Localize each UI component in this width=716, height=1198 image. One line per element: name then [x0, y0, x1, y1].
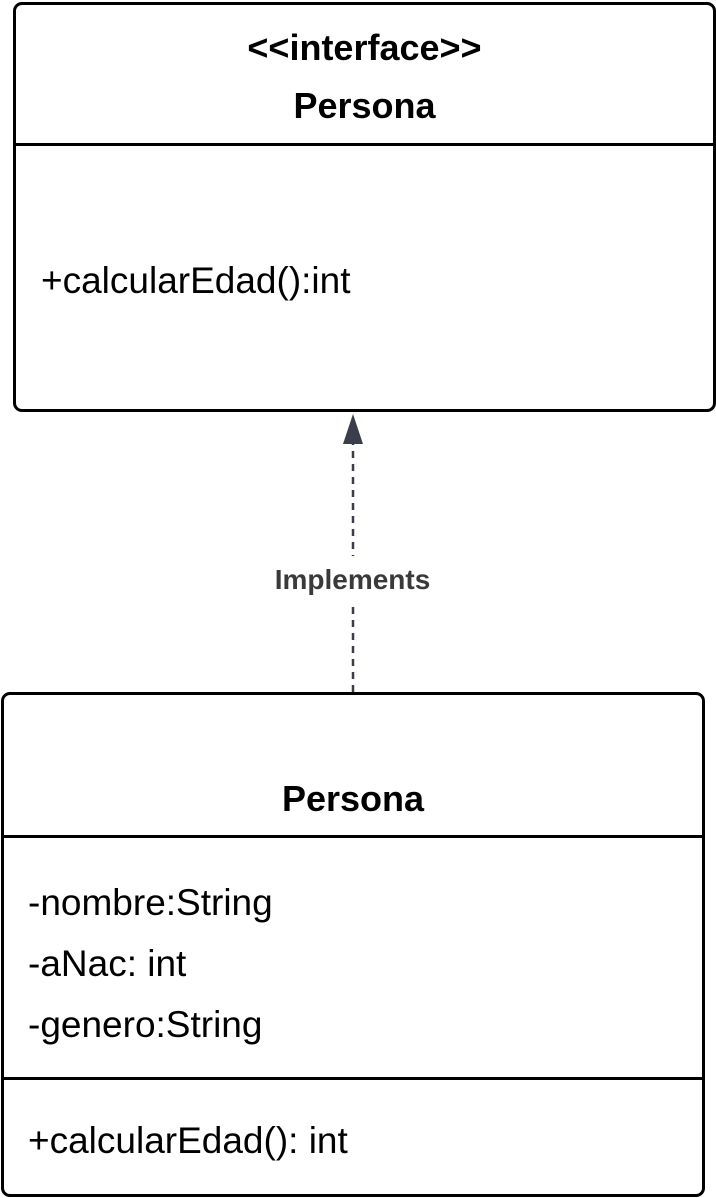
class-name: Persona — [281, 778, 425, 819]
class-attribute: -nombre:String — [28, 882, 273, 923]
class-attribute: -genero:String — [28, 1004, 263, 1045]
class-attributes: -nombre:String -aNac: int -genero:String — [4, 835, 702, 1077]
class-header: Persona — [4, 695, 702, 835]
class-method: +calcularEdad(): int — [28, 1120, 348, 1161]
class-box[interactable]: Persona -nombre:String -aNac: int -gener… — [1, 692, 705, 1197]
interface-box[interactable]: <<interface>> Persona +calcularEdad():in… — [13, 2, 716, 412]
relationship-label: Implements — [274, 564, 431, 595]
interface-methods: +calcularEdad():int — [16, 143, 713, 410]
interface-method: +calcularEdad():int — [41, 260, 351, 301]
interface-name: Persona — [293, 85, 436, 126]
class-attribute: -aNac: int — [28, 943, 187, 984]
relationship-label-background — [250, 556, 455, 604]
class-methods: +calcularEdad(): int — [4, 1077, 702, 1194]
interface-header: <<interface>> Persona — [16, 5, 713, 143]
implements-arrowhead-icon — [343, 414, 363, 444]
interface-stereotype: <<interface>> — [247, 27, 482, 68]
